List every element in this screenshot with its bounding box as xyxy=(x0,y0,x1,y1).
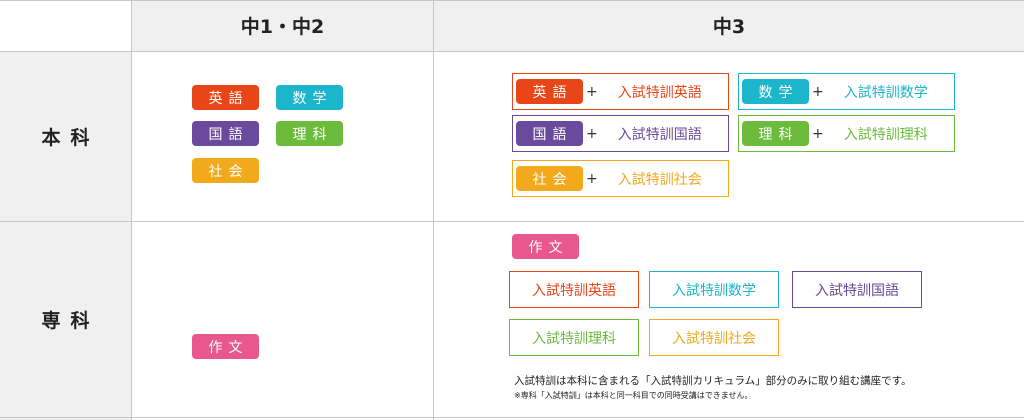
special-course-label: 入試特訓理科 xyxy=(843,126,928,143)
subject-pill-japanese: 国語 xyxy=(192,121,259,146)
subject-pill-english: 英語 xyxy=(516,79,583,104)
combo-box-japanese: 国語 + 入試特訓国語 xyxy=(512,115,729,152)
subject-pill-social: 社会 xyxy=(516,166,583,191)
special-course-label: 入試特訓社会 xyxy=(617,171,702,188)
plus-sign: + xyxy=(586,170,598,187)
subject-pill-social: 社会 xyxy=(192,158,259,183)
subject-pill-science: 理科 xyxy=(742,121,809,146)
subject-pill-japanese: 国語 xyxy=(516,121,583,146)
subject-pill-math: 数学 xyxy=(742,79,809,104)
plus-sign: + xyxy=(586,83,598,100)
special-course-box-social: 入試特訓社会 xyxy=(649,319,779,356)
plus-sign: + xyxy=(586,125,598,142)
combo-box-science: 理科 + 入試特訓理科 xyxy=(738,115,955,152)
grid-line-top xyxy=(0,0,1024,1)
subject-pill-science: 理科 xyxy=(276,121,343,146)
special-course-box-japanese: 入試特訓国語 xyxy=(792,271,922,308)
combo-box-math: 数学 + 入試特訓数学 xyxy=(738,73,955,110)
grid-line-bottom xyxy=(0,417,1024,418)
corner-cell xyxy=(0,0,131,51)
row-label-honka: 本科 xyxy=(41,127,100,149)
grid-line-middle xyxy=(0,221,1024,222)
note-main: 入試特訓は本科に含まれる「入試特訓カリキュラム」部分のみに取り組む講座です。 xyxy=(514,375,912,387)
note-sub: ※専科「入試特訓」は本科と同一科目での同時受講はできません。 xyxy=(514,391,753,400)
subject-pill-english: 英語 xyxy=(192,85,259,110)
combo-box-english: 英語 + 入試特訓英語 xyxy=(512,73,729,110)
column-header-grade-3: 中3 xyxy=(712,16,746,38)
special-course-box-science: 入試特訓理科 xyxy=(509,319,639,356)
special-course-box-math: 入試特訓数学 xyxy=(649,271,779,308)
special-course-box-english: 入試特訓英語 xyxy=(509,271,639,308)
row-label-senka: 専科 xyxy=(41,310,100,332)
grid-line-col1 xyxy=(131,0,132,420)
grid-line-header xyxy=(0,51,1024,52)
row-label-column-bg xyxy=(0,51,131,420)
essay-pill: 作文 xyxy=(512,234,579,259)
column-header-grade-1-2: 中1・中2 xyxy=(240,16,325,38)
grid-line-col2 xyxy=(433,0,434,420)
plus-sign: + xyxy=(812,125,824,142)
plus-sign: + xyxy=(812,83,824,100)
essay-pill: 作文 xyxy=(192,334,259,359)
combo-box-social: 社会 + 入試特訓社会 xyxy=(512,160,729,197)
special-course-label: 入試特訓国語 xyxy=(617,126,702,143)
subject-pill-math: 数学 xyxy=(276,85,343,110)
special-course-label: 入試特訓数学 xyxy=(843,84,928,101)
header-row-bg xyxy=(0,0,1024,51)
special-course-label: 入試特訓英語 xyxy=(617,84,702,101)
